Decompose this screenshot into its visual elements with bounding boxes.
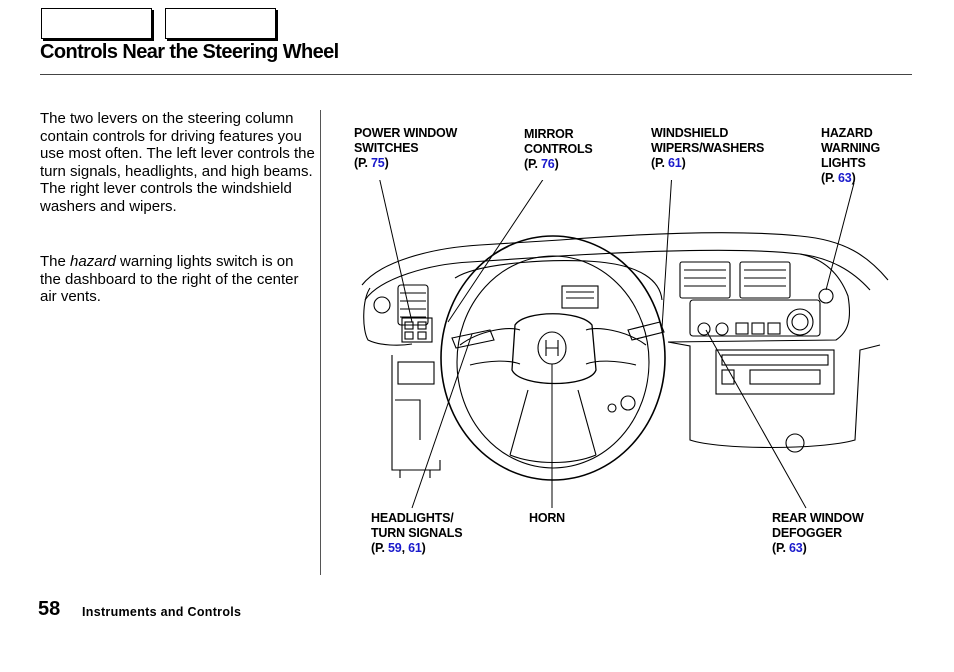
callout-label-line: REAR WINDOW xyxy=(772,511,864,525)
page-link-61[interactable]: 61 xyxy=(668,156,682,170)
page-link-61[interactable]: 61 xyxy=(408,541,422,555)
page-number: 58 xyxy=(38,598,61,620)
page-ref-separator: , xyxy=(401,541,409,555)
callout-label-line: SWITCHES xyxy=(354,141,419,155)
callout-headlights-turn-signals: HEADLIGHTS/ TURN SIGNALS (P. 59, 61) xyxy=(371,511,463,556)
page-ref-suffix: ) xyxy=(384,156,389,170)
page-ref-suffix: ) xyxy=(554,157,559,171)
callout-rear-window-defogger: REAR WINDOW DEFOGGER (P. 63) xyxy=(772,511,864,556)
callout-label-line: MIRROR xyxy=(524,127,574,141)
callout-label-line: CONTROLS xyxy=(524,142,593,156)
hazard-paragraph-text-end: warning lights switch is on the dashboar… xyxy=(40,253,299,305)
callout-label-line: WIPERS/WASHERS xyxy=(651,141,765,155)
hazard-paragraph: The hazard warning lights switch is on t… xyxy=(40,253,316,306)
intro-paragraph: The two levers on the steering column co… xyxy=(40,110,315,215)
callout-hazard-warning-lights: HAZARD WARNING LIGHTS (P. 63) xyxy=(821,126,880,186)
page-ref-prefix: (P. xyxy=(651,156,669,170)
page-ref-prefix: (P. xyxy=(821,171,839,185)
page-title: Controls Near the Steering Wheel xyxy=(40,41,339,63)
callout-label-line: WINDSHIELD xyxy=(651,126,729,140)
column-divider xyxy=(320,110,321,575)
callout-power-window-switches: POWER WINDOW SWITCHES (P. 75) xyxy=(354,126,457,171)
previous-page-button[interactable] xyxy=(41,8,152,39)
page-link-63[interactable]: 63 xyxy=(838,171,852,185)
callout-label-line: TURN SIGNALS xyxy=(371,526,463,540)
page-ref-prefix: (P. xyxy=(524,157,542,171)
page-ref-prefix: (P. xyxy=(772,541,790,555)
hazard-paragraph-text: The xyxy=(40,253,71,270)
callout-windshield-wipers: WINDSHIELD WIPERS/WASHERS (P. 61) xyxy=(651,126,764,171)
page-link-63[interactable]: 63 xyxy=(789,541,803,555)
page-ref-suffix: ) xyxy=(681,156,686,170)
hazard-emphasis: hazard xyxy=(70,253,116,270)
page-link-76[interactable]: 76 xyxy=(541,157,555,171)
callout-label-line: HEADLIGHTS/ xyxy=(371,511,454,525)
page-link-59[interactable]: 59 xyxy=(388,541,402,555)
section-name: Instruments and Controls xyxy=(82,605,242,619)
page-ref-suffix: ) xyxy=(421,541,426,555)
callout-label-line: DEFOGGER xyxy=(772,526,842,540)
page-link-75[interactable]: 75 xyxy=(371,156,385,170)
title-divider xyxy=(40,74,912,75)
callout-label-line: LIGHTS xyxy=(821,156,866,170)
callout-label-line: WARNING xyxy=(821,141,881,155)
page-ref-suffix: ) xyxy=(851,171,856,185)
dashboard-diagram xyxy=(361,180,889,509)
callout-label-line: HAZARD xyxy=(821,126,873,140)
callout-horn: HORN xyxy=(529,511,565,526)
callout-label-line: HORN xyxy=(529,511,566,525)
page-ref-prefix: (P. xyxy=(371,541,389,555)
page-ref-prefix: (P. xyxy=(354,156,372,170)
callout-label-line: POWER WINDOW xyxy=(354,126,458,140)
callout-mirror-controls: MIRROR CONTROLS (P. 76) xyxy=(524,127,593,172)
next-page-button[interactable] xyxy=(165,8,276,39)
page-ref-suffix: ) xyxy=(802,541,807,555)
